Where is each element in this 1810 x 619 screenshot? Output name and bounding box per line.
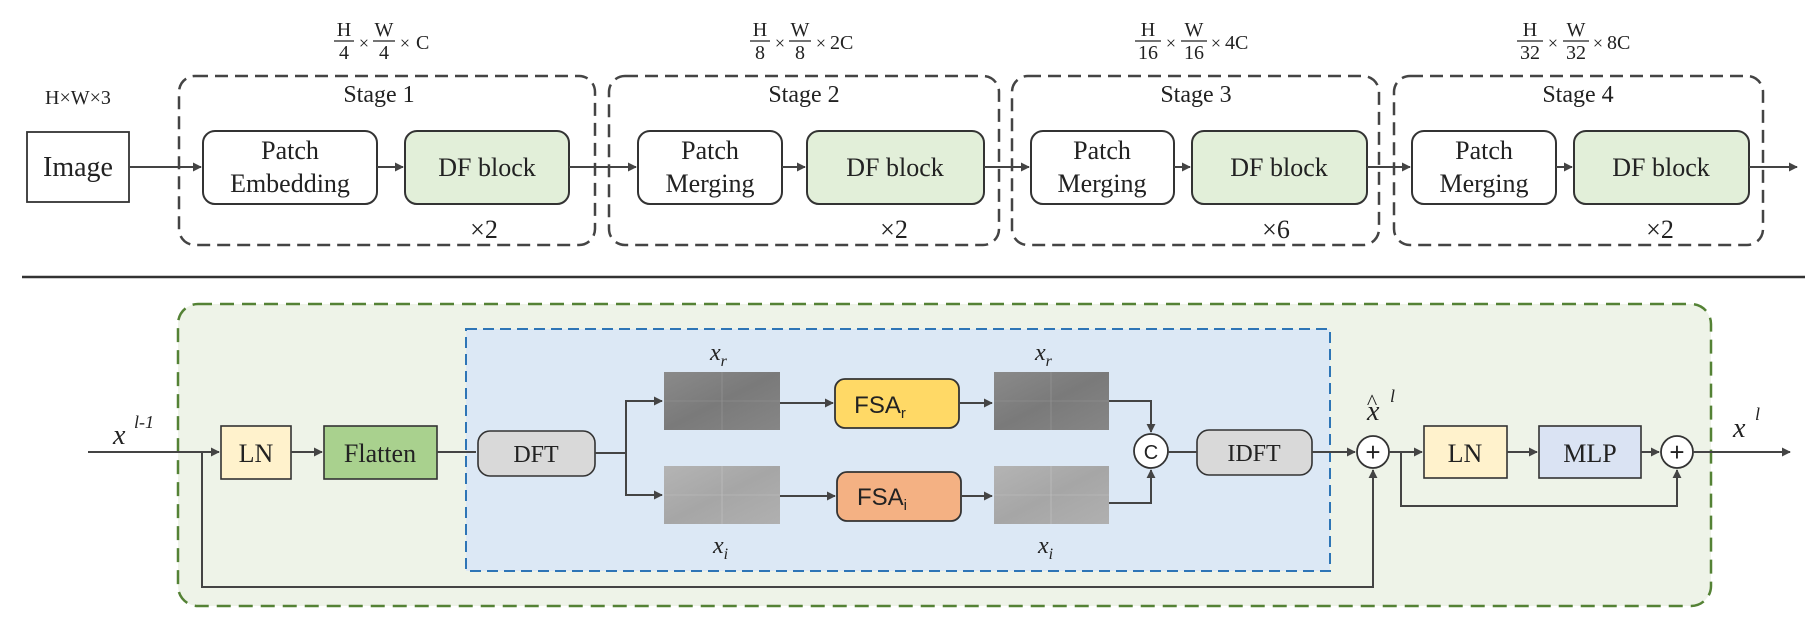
svg-text:4C: 4C — [1225, 32, 1248, 54]
svg-text:DF block: DF block — [1612, 153, 1710, 182]
svg-text:×: × — [1548, 33, 1558, 53]
output-variable: x — [1732, 413, 1746, 444]
stage-2-dimension: H 8 × W 8 × 2C — [750, 19, 853, 64]
image-box — [26, 131, 130, 203]
svg-text:8: 8 — [755, 42, 765, 64]
svg-text:32: 32 — [1520, 42, 1540, 64]
imag-spectrum-input — [664, 466, 780, 524]
stage-4-title: Stage 4 — [1542, 82, 1613, 108]
stage-2-repeat: ×2 — [880, 215, 908, 244]
svg-text:Embedding: Embedding — [230, 169, 350, 198]
intermediate-variable: x — [1366, 396, 1380, 427]
svg-text:8C: 8C — [1607, 32, 1630, 54]
stage-4-container — [1392, 74, 1765, 247]
mlp-block — [1538, 425, 1642, 479]
svg-text:×: × — [1593, 33, 1603, 53]
real-spectrum-output — [994, 372, 1109, 430]
svg-text:FSAr: FSAr — [854, 392, 906, 422]
image-label: Image — [43, 152, 113, 183]
svg-text:×: × — [359, 33, 369, 53]
stage-4-dimension: H 32 × W 32 × 8C — [1517, 19, 1630, 64]
svg-text:Patch: Patch — [261, 136, 319, 165]
svg-text:W: W — [375, 19, 394, 41]
stage-4-repeat: ×2 — [1646, 215, 1674, 244]
svg-text:DF block: DF block — [1230, 153, 1328, 182]
svg-text:×: × — [400, 33, 410, 53]
svg-text:H: H — [1523, 19, 1537, 41]
real-label-right: xr — [1034, 340, 1053, 370]
input-superscript: l-1 — [134, 412, 154, 432]
real-spectrum-input — [664, 372, 780, 430]
svg-text:W: W — [791, 19, 810, 41]
svg-text:Patch: Patch — [1073, 136, 1131, 165]
svg-text:×: × — [1211, 33, 1221, 53]
stage-1-container — [177, 74, 597, 247]
stage-1-repeat: ×2 — [470, 215, 498, 244]
svg-text:×: × — [775, 33, 785, 53]
svg-text:W: W — [1567, 19, 1586, 41]
stage-2-title: Stage 2 — [768, 82, 839, 108]
svg-text:×: × — [816, 33, 826, 53]
svg-text:Merging: Merging — [1439, 169, 1528, 198]
stage-3-title: Stage 3 — [1160, 82, 1231, 108]
stage-3-repeat: ×6 — [1262, 215, 1290, 244]
svg-text:4: 4 — [379, 42, 389, 64]
stage-3-container — [1010, 74, 1381, 247]
svg-text:IDFT: IDFT — [1227, 441, 1281, 467]
svg-text:4: 4 — [339, 42, 349, 64]
flatten-block — [323, 425, 438, 480]
imag-label-left: xi — [712, 533, 728, 563]
svg-text:Patch: Patch — [1455, 136, 1513, 165]
svg-text:C: C — [416, 32, 429, 54]
svg-text:LN: LN — [239, 439, 274, 468]
intermediate-superscript: l — [1390, 386, 1395, 406]
svg-text:H: H — [1141, 19, 1155, 41]
real-label-left: xr — [709, 340, 728, 370]
svg-text:DF block: DF block — [438, 153, 536, 182]
svg-text:16: 16 — [1184, 42, 1204, 64]
svg-text:Patch: Patch — [681, 136, 739, 165]
ln-block-2 — [1423, 425, 1508, 479]
svg-text:+: + — [1669, 437, 1684, 467]
svg-text:W: W — [1185, 19, 1204, 41]
stage-1-title: Stage 1 — [343, 82, 414, 108]
svg-text:2C: 2C — [830, 32, 853, 54]
svg-text:H: H — [753, 19, 767, 41]
frequency-branch-panel — [465, 328, 1331, 572]
svg-text:Flatten: Flatten — [344, 439, 416, 468]
stage-1-dimension: H 4 × W 4 × C — [334, 19, 429, 64]
svg-text:8: 8 — [795, 42, 805, 64]
stage-3-dimension: H 16 × W 16 × 4C — [1135, 19, 1248, 64]
svg-text:MLP: MLP — [1563, 439, 1616, 468]
stage-2-container — [607, 74, 1001, 247]
svg-text:+: + — [1365, 437, 1380, 467]
imag-label-right: xi — [1037, 533, 1053, 563]
svg-text:16: 16 — [1138, 42, 1158, 64]
svg-text:C: C — [1144, 442, 1158, 464]
svg-text:×: × — [1166, 33, 1176, 53]
output-superscript: l — [1755, 404, 1760, 424]
input-dimension-label: H×W×3 — [45, 87, 111, 109]
svg-text:32: 32 — [1566, 42, 1586, 64]
svg-text:DFT: DFT — [513, 442, 559, 468]
svg-text:Merging: Merging — [665, 169, 754, 198]
bottom-flow-arrows — [88, 396, 1791, 588]
intermediate-hat: ^ — [1367, 389, 1378, 414]
imag-spectrum-output — [994, 466, 1109, 524]
svg-text:DF block: DF block — [846, 153, 944, 182]
svg-text:H: H — [337, 19, 351, 41]
svg-text:Merging: Merging — [1057, 169, 1146, 198]
svg-text:LN: LN — [1448, 439, 1483, 468]
svg-text:FSAi: FSAi — [857, 484, 907, 514]
input-variable: x — [112, 420, 126, 451]
